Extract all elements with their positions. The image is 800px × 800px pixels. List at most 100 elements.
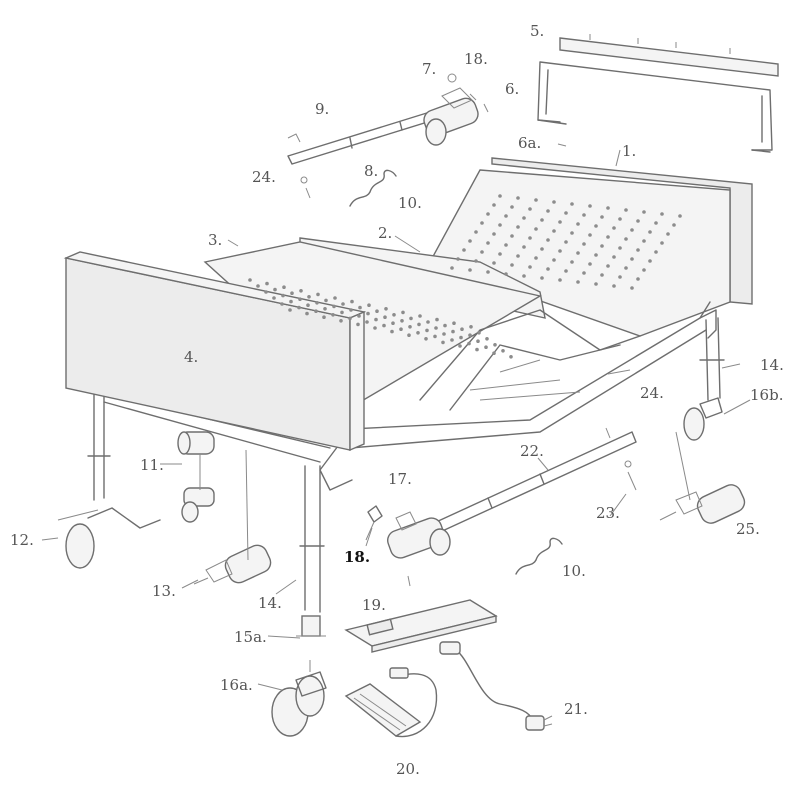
perforation-hole bbox=[356, 322, 360, 327]
perforation-hole bbox=[546, 209, 550, 213]
drive-rod-upper bbox=[287, 87, 479, 165]
perforation-hole bbox=[594, 282, 598, 286]
perforation-hole bbox=[588, 262, 592, 266]
perforation-hole bbox=[528, 236, 532, 240]
perforation-hole bbox=[392, 313, 396, 317]
label-part-11: 11. bbox=[140, 456, 164, 474]
perforation-hole bbox=[314, 309, 318, 314]
perforation-hole bbox=[510, 263, 514, 267]
perforation-hole bbox=[305, 311, 309, 316]
perforation-hole bbox=[570, 260, 574, 264]
head-panel-1 bbox=[428, 157, 753, 337]
perforation-hole bbox=[407, 333, 411, 338]
perforation-hole bbox=[433, 334, 437, 339]
perforation-hole bbox=[289, 299, 293, 304]
hand-pendant-20 bbox=[344, 667, 438, 738]
perforation-hole bbox=[441, 340, 445, 345]
perforation-hole bbox=[504, 214, 508, 218]
perforation-hole bbox=[534, 198, 538, 202]
perforation-hole bbox=[281, 293, 285, 298]
perforation-hole bbox=[492, 351, 496, 356]
perforation-hole bbox=[588, 204, 592, 208]
perforation-hole bbox=[383, 315, 387, 320]
perforation-hole bbox=[434, 326, 438, 330]
perforation-hole bbox=[264, 290, 268, 294]
perforation-hole bbox=[606, 264, 610, 268]
label-part-14-left: 14. bbox=[258, 594, 282, 612]
perforation-hole bbox=[456, 257, 460, 261]
perforation-hole bbox=[391, 321, 395, 326]
perforation-hole bbox=[316, 292, 320, 297]
bolt-18-upper bbox=[447, 73, 489, 113]
label-part-4: 4. bbox=[184, 348, 199, 366]
perforation-hole bbox=[408, 325, 412, 329]
perforation-hole bbox=[333, 296, 337, 300]
perforation-hole bbox=[546, 267, 550, 271]
caster-16a bbox=[271, 660, 327, 737]
perforation-hole bbox=[540, 247, 544, 251]
pin-23 bbox=[605, 427, 637, 491]
label-part-17: 17. bbox=[388, 470, 412, 488]
perforation-hole bbox=[540, 276, 544, 280]
label-part-10-lower: 10. bbox=[562, 562, 586, 580]
socket-15a bbox=[296, 615, 326, 637]
label-part-7: 7. bbox=[422, 60, 437, 78]
spring-clip-10-lower bbox=[515, 537, 563, 575]
perforation-hole bbox=[485, 337, 489, 341]
perforation-hole bbox=[522, 245, 526, 249]
perforation-hole bbox=[498, 194, 502, 198]
perforation-hole bbox=[348, 316, 352, 321]
perforation-hole bbox=[594, 253, 598, 257]
perforation-hole bbox=[492, 261, 496, 265]
perforation-hole bbox=[450, 266, 454, 270]
caster-12 bbox=[57, 507, 161, 569]
perforation-hole bbox=[618, 217, 622, 221]
perforation-hole bbox=[612, 255, 616, 259]
perforation-hole bbox=[510, 234, 514, 238]
label-part-25: 25. bbox=[736, 520, 760, 538]
motor-25 bbox=[659, 431, 746, 524]
perforation-hole bbox=[678, 214, 682, 218]
perforation-hole bbox=[606, 206, 610, 210]
perforation-hole bbox=[450, 338, 454, 342]
label-part-21: 21. bbox=[564, 700, 588, 718]
perforation-hole bbox=[630, 228, 634, 232]
perforation-hole bbox=[606, 235, 610, 239]
label-part-16a: 16a. bbox=[220, 676, 253, 694]
perforation-hole bbox=[468, 268, 472, 272]
perforation-hole bbox=[630, 286, 634, 290]
perforation-hole bbox=[558, 220, 562, 224]
label-part-2: 2. bbox=[378, 224, 393, 242]
perforation-hole bbox=[516, 254, 520, 258]
perforation-hole bbox=[484, 345, 488, 350]
perforation-hole bbox=[332, 304, 336, 309]
perforation-hole bbox=[273, 287, 277, 292]
bed-frame bbox=[87, 301, 725, 613]
perforation-hole bbox=[618, 275, 622, 279]
perforation-hole bbox=[498, 223, 502, 227]
control-box-19 bbox=[344, 599, 498, 653]
perforation-hole bbox=[540, 218, 544, 222]
perforation-hole bbox=[416, 331, 420, 335]
head-panel-perforations bbox=[450, 194, 682, 290]
perforation-hole bbox=[290, 291, 294, 296]
perforation-hole bbox=[570, 231, 574, 235]
perforation-hole bbox=[418, 314, 422, 318]
perforation-hole bbox=[288, 308, 292, 312]
perforation-hole bbox=[477, 331, 481, 335]
perforation-hole bbox=[552, 258, 556, 262]
perforation-hole bbox=[468, 333, 472, 338]
perforation-hole bbox=[365, 320, 369, 324]
perforation-hole bbox=[564, 240, 568, 244]
perforation-hole bbox=[636, 277, 640, 281]
perforation-hole bbox=[534, 227, 538, 231]
perforation-hole bbox=[648, 230, 652, 234]
perforation-hole bbox=[442, 332, 446, 336]
perforation-hole bbox=[375, 309, 379, 314]
perforation-hole bbox=[600, 244, 604, 248]
perforation-hole bbox=[460, 327, 464, 332]
perforation-hole bbox=[256, 284, 260, 288]
perforation-hole bbox=[612, 226, 616, 230]
perforation-hole bbox=[666, 232, 670, 236]
perforation-hole bbox=[452, 321, 456, 326]
